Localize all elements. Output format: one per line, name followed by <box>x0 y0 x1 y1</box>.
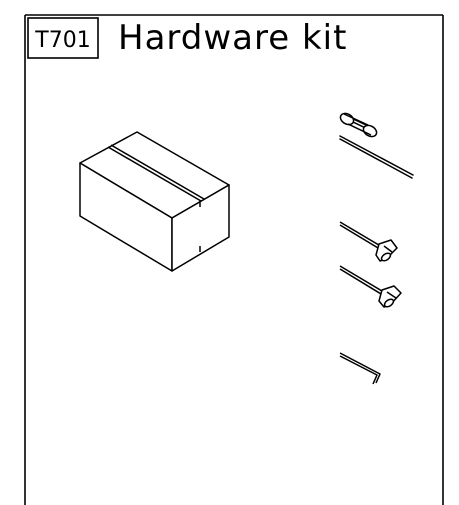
t-handle-hex-key-drawing <box>339 221 398 262</box>
sheet-border <box>24 14 444 505</box>
cylinder-pin-drawing <box>339 112 378 138</box>
l-hex-key-drawing <box>339 352 381 385</box>
part-code: T701 <box>34 28 90 53</box>
cardboard-box-drawing <box>79 131 230 272</box>
title-block: T701 Hardware kit <box>27 17 347 59</box>
long-rod-drawing <box>339 135 414 179</box>
sheet-title: Hardware kit <box>118 18 347 58</box>
t-handle-hex-key-drawing <box>339 265 402 308</box>
code-box <box>27 17 99 59</box>
